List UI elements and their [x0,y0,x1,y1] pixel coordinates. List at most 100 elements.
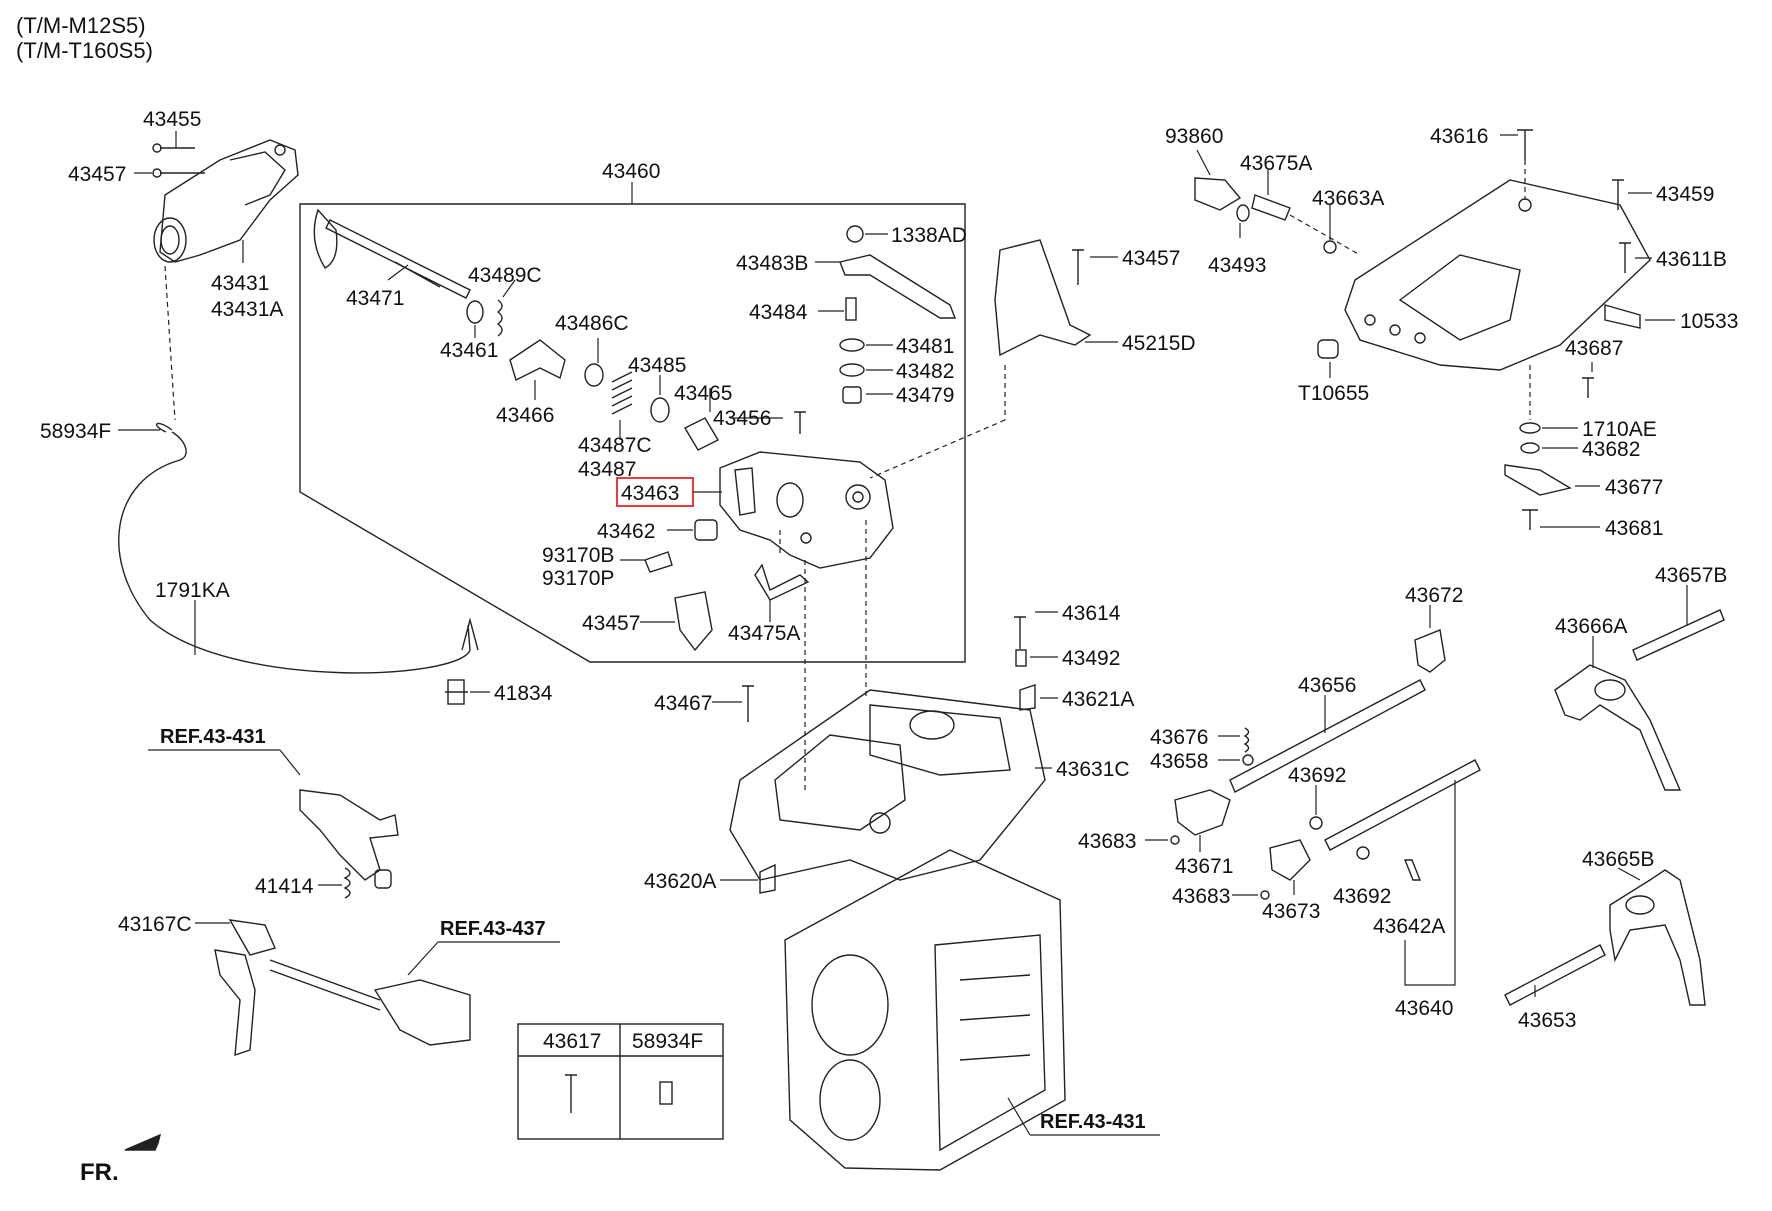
label-43456: 43456 [713,407,771,430]
slave-cylinder-drawing [152,139,299,263]
label-43467: 43467 [654,692,712,715]
label-43616: 43616 [1430,125,1488,148]
label-43642A: 43642A [1373,915,1445,938]
shift-shaft-43471-drawing [313,208,471,299]
label-43658: 43658 [1150,750,1208,773]
label-43482: 43482 [896,360,954,383]
label-43487: 43487 [578,458,636,481]
lever-43457-drawing [674,591,713,652]
label-43631C: 43631C [1056,758,1130,781]
model-line-1: (T/M-M12S5) [16,13,146,38]
label-43484: 43484 [749,301,808,324]
label-T10655: T10655 [1298,382,1369,405]
label-93170B: 93170B [542,544,614,567]
label-43483B: 43483B [736,252,808,275]
fork-43665b-drawing [1609,869,1706,1006]
label-43656: 43656 [1298,674,1356,697]
label-43683-a: 43683 [1078,830,1136,853]
label-41834: 41834 [494,682,553,705]
rail-43640-drawing [1324,759,1481,851]
ref-left-top: REF.43-431 [160,726,266,748]
label-43457-mid: 43457 [582,612,640,635]
block-43671-drawing [1174,789,1231,836]
assembly-43460-frame [299,203,966,663]
label-43675A: 43675A [1240,152,1312,175]
label-43653: 43653 [1518,1009,1576,1032]
label-10533: 10533 [1680,310,1738,333]
switch-93860-drawing [1194,177,1337,254]
label-43471: 43471 [346,287,404,310]
pin-43465-drawing [684,417,719,451]
label-43481: 43481 [896,335,954,358]
label-43487C: 43487C [578,434,652,457]
lever-assembly-drawing [299,789,399,899]
label-43465: 43465 [674,382,732,405]
label-43663A: 43663A [1312,187,1384,210]
label-43462: 43462 [597,520,655,543]
label-43492: 43492 [1062,647,1120,670]
label-43620A: 43620A [644,870,716,893]
lever-43475a-drawing [754,563,810,601]
rail-43656-drawing [1229,679,1426,793]
label-93170P: 93170P [542,567,614,590]
label-41414: 41414 [255,875,314,898]
label-43460: 43460 [602,160,660,183]
label-43672: 43672 [1405,584,1463,607]
linkage-43167c-drawing [214,919,471,1057]
label-43621A: 43621A [1062,688,1134,711]
label-43463: 43463 [621,482,679,505]
label-43493: 43493 [1208,254,1266,277]
shift-housing-43463-drawing [719,451,894,569]
block-43673-drawing [1269,839,1311,881]
label-1791KA: 1791KA [155,579,230,602]
label-43692-a: 43692 [1288,764,1346,787]
table-header-58934F: 58934F [632,1030,703,1053]
label-43640: 43640 [1395,997,1453,1020]
bracket-43466-drawing [509,339,566,381]
label-43682: 43682 [1582,438,1640,461]
model-line-2: (T/M-T160S5) [16,38,153,63]
spring-43487c-drawing [611,371,633,415]
label-43673: 43673 [1262,900,1320,923]
fitting-41834-drawing [445,679,468,705]
lever-43677-drawing [1504,464,1572,496]
label-43671: 43671 [1175,855,1233,878]
label-1338AD: 1338AD [891,224,967,247]
label-43683-b: 43683 [1172,885,1230,908]
label-43459: 43459 [1656,183,1714,206]
label-43665B: 43665B [1582,848,1654,871]
label-43681: 43681 [1605,517,1663,540]
ref-case: REF.43-431 [1040,1111,1146,1133]
label-43687: 43687 [1565,337,1623,360]
label-43489C: 43489C [468,264,542,287]
arm-43483b-drawing [839,225,957,319]
top-cover-43631c-drawing [729,689,1046,881]
front-arrow-icon [124,1133,162,1151]
bracket-45215d-drawing [994,239,1092,357]
rail-43653-drawing [1504,944,1606,1006]
block-43672-drawing [1414,629,1446,673]
parts-table [517,1023,724,1140]
label-43676: 43676 [1150,726,1208,749]
label-43431A: 43431A [211,298,283,321]
label-43167C: 43167C [118,913,192,936]
label-43479: 43479 [896,384,954,407]
label-43611B: 43611B [1656,248,1727,271]
label-43677: 43677 [1605,476,1663,499]
label-43475A: 43475A [728,622,800,645]
label-45215D: 45215D [1122,332,1196,355]
transmission-case-drawing [784,849,1066,1171]
label-93860: 93860 [1165,125,1223,148]
table-header-43617: 43617 [543,1030,601,1053]
label-43614: 43614 [1062,602,1121,625]
label-43486C: 43486C [555,312,629,335]
label-43455: 43455 [143,108,201,131]
rail-43657b-drawing [1632,609,1725,661]
label-43657B: 43657B [1655,564,1727,587]
label-43466: 43466 [496,404,554,427]
fork-43666a-drawing [1554,664,1682,791]
cover-top-right-drawing [1344,179,1651,371]
label-43431: 43431 [211,272,269,295]
